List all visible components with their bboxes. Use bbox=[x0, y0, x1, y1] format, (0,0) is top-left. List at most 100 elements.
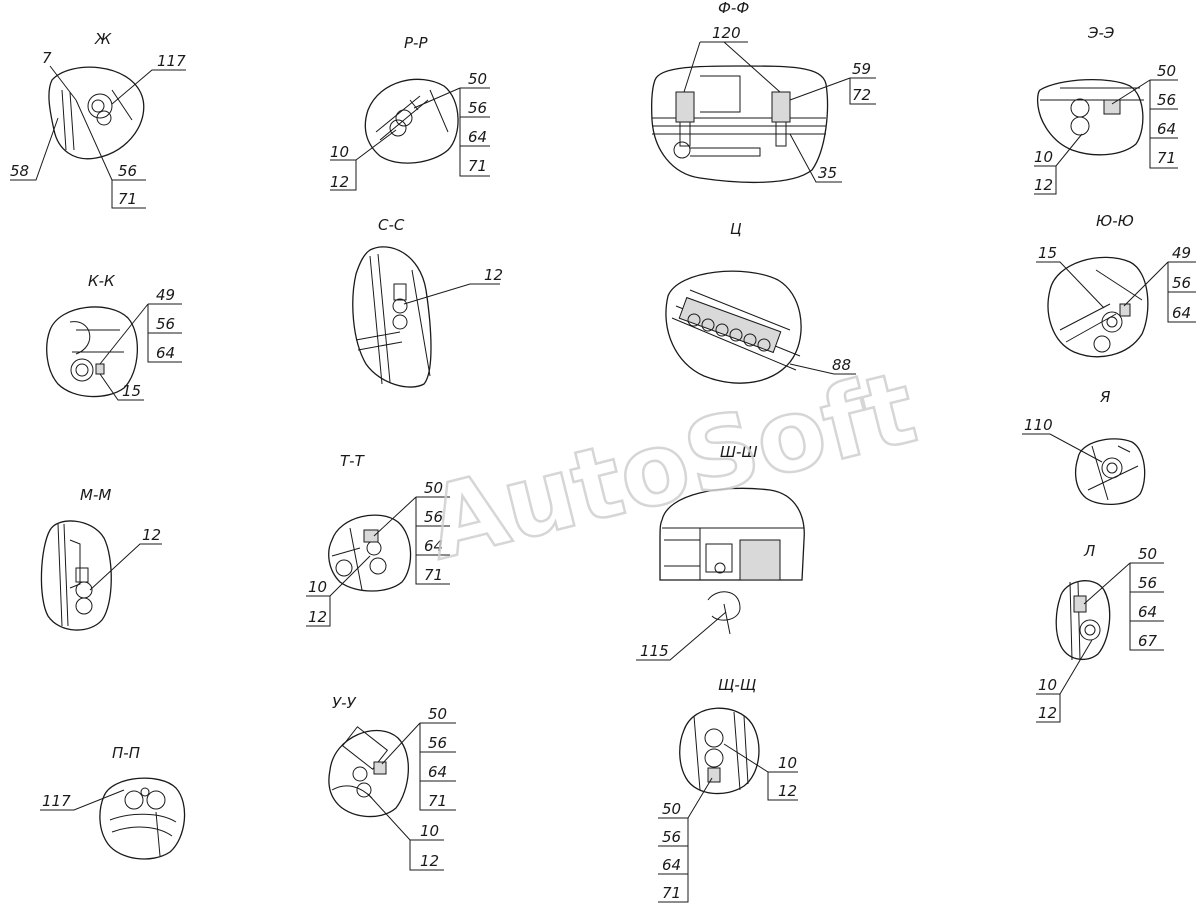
view-mm: М-М 12 bbox=[40, 486, 162, 631]
callout-label: 56 bbox=[468, 99, 487, 117]
callout-label: 56 bbox=[1138, 574, 1157, 592]
callout-label: 56 bbox=[118, 162, 137, 180]
callout-label: 71 bbox=[1157, 149, 1176, 167]
callout-label: 120 bbox=[712, 24, 741, 42]
callout-label: 64 bbox=[1138, 603, 1157, 621]
view-title: Р-Р bbox=[404, 34, 428, 52]
view-title: Щ-Щ bbox=[718, 676, 756, 694]
callout-label: 15 bbox=[122, 382, 141, 400]
callout-label: 12 bbox=[420, 852, 439, 870]
view-ts: Ц 88 bbox=[665, 220, 856, 384]
callout-label: 56 bbox=[1157, 91, 1176, 109]
callout-label: 10 bbox=[420, 822, 439, 840]
callout-label: 10 bbox=[308, 578, 327, 596]
callout-label: 10 bbox=[330, 143, 349, 161]
view-uu: У-У 50 56 64 71 10 12 bbox=[328, 694, 456, 871]
callout-label: 64 bbox=[1172, 304, 1191, 322]
callout-label: 88 bbox=[832, 356, 851, 374]
callout-label: 10 bbox=[1034, 148, 1053, 166]
view-pp: П-П 117 bbox=[40, 744, 186, 860]
view-tt: Т-Т 50 56 64 71 10 12 bbox=[306, 452, 450, 627]
callout-label: 10 bbox=[778, 754, 797, 772]
view-title: С-С bbox=[378, 216, 405, 234]
callout-label: 56 bbox=[424, 508, 443, 526]
view-title: М-М bbox=[80, 486, 111, 504]
callout-label: 117 bbox=[157, 52, 186, 70]
view-title: Ю-Ю bbox=[1096, 212, 1134, 230]
callout-label: 12 bbox=[778, 782, 797, 800]
view-rr: Р-Р 50 56 64 71 10 12 bbox=[330, 34, 490, 191]
view-outline bbox=[1055, 580, 1111, 661]
view-outline bbox=[352, 246, 432, 388]
view-ff: Ф-Ф 120 59 72 35 bbox=[650, 0, 876, 184]
view-kk: К-К 49 56 64 15 bbox=[46, 272, 182, 401]
view-ss: С-С 12 bbox=[352, 216, 503, 388]
callout-label: 35 bbox=[818, 164, 837, 182]
view-ya: Я 110 bbox=[1022, 388, 1146, 505]
callout-label: 7 bbox=[42, 49, 52, 67]
view-title: П-П bbox=[112, 744, 140, 762]
callout-label: 56 bbox=[156, 315, 175, 333]
callout-label: 56 bbox=[428, 734, 447, 752]
view-ee: Э-Э 50 56 64 71 10 12 bbox=[1034, 24, 1178, 195]
view-zh: Ж 7 117 58 56 71 bbox=[10, 30, 186, 209]
callout-label: 64 bbox=[424, 537, 443, 555]
callout-label: 71 bbox=[468, 157, 487, 175]
view-title: Я bbox=[1099, 388, 1111, 406]
callout-label: 72 bbox=[852, 86, 871, 104]
callout-label: 117 bbox=[42, 792, 71, 810]
callout-label: 12 bbox=[308, 608, 327, 626]
callout-label: 49 bbox=[1172, 244, 1191, 262]
view-yuyu: Ю-Ю 15 49 56 64 bbox=[1036, 212, 1196, 358]
callout-label: 71 bbox=[662, 884, 681, 902]
callout-label: 59 bbox=[852, 60, 871, 78]
callout-label: 110 bbox=[1024, 416, 1053, 434]
callout-label: 10 bbox=[1038, 676, 1057, 694]
callout-label: 64 bbox=[428, 763, 447, 781]
view-shchshch: Щ-Щ 10 12 50 56 64 71 bbox=[658, 676, 798, 903]
callout-label: 50 bbox=[662, 800, 681, 818]
view-title: У-У bbox=[332, 694, 357, 712]
callout-label: 50 bbox=[1157, 62, 1176, 80]
callout-label: 71 bbox=[424, 566, 443, 584]
callout-label: 49 bbox=[156, 286, 175, 304]
callout-label: 50 bbox=[1138, 545, 1157, 563]
callout-label: 12 bbox=[1034, 176, 1053, 194]
view-title: Л bbox=[1083, 542, 1095, 560]
view-shsh: Ш-Ш 115 bbox=[636, 443, 805, 661]
callout-label: 12 bbox=[142, 526, 161, 544]
callout-label: 64 bbox=[156, 344, 175, 362]
callout-label: 64 bbox=[662, 856, 681, 874]
view-title: Т-Т bbox=[340, 452, 366, 470]
callout-label: 50 bbox=[424, 479, 443, 497]
callout-label: 64 bbox=[1157, 120, 1176, 138]
callout-label: 71 bbox=[118, 190, 137, 208]
callout-label: 56 bbox=[662, 828, 681, 846]
view-outline bbox=[1036, 78, 1144, 156]
view-title: Ц bbox=[730, 220, 742, 238]
view-title: К-К bbox=[88, 272, 116, 290]
callout-label: 115 bbox=[640, 642, 669, 660]
view-title: Ф-Ф bbox=[718, 0, 749, 17]
view-outline bbox=[328, 729, 409, 818]
callout-label: 50 bbox=[468, 70, 487, 88]
view-outline bbox=[1047, 256, 1149, 358]
callout-label: 67 bbox=[1138, 632, 1158, 650]
callout-label: 15 bbox=[1038, 244, 1057, 262]
callout-label: 12 bbox=[484, 266, 503, 284]
view-title: Э-Э bbox=[1087, 24, 1115, 42]
callout-label: 50 bbox=[428, 705, 447, 723]
view-outline bbox=[99, 777, 186, 860]
callout-label: 64 bbox=[468, 128, 487, 146]
view-l: Л 50 56 64 67 10 12 bbox=[1036, 542, 1164, 723]
view-title: Ж bbox=[94, 30, 112, 48]
terminal-row bbox=[687, 313, 771, 352]
callout-label: 58 bbox=[10, 162, 29, 180]
callout-label: 12 bbox=[330, 173, 349, 191]
callout-label: 56 bbox=[1172, 274, 1191, 292]
callout-label: 71 bbox=[428, 792, 447, 810]
view-title: Ш-Ш bbox=[720, 443, 758, 461]
callout-label: 12 bbox=[1038, 704, 1057, 722]
view-outline bbox=[1074, 438, 1146, 505]
